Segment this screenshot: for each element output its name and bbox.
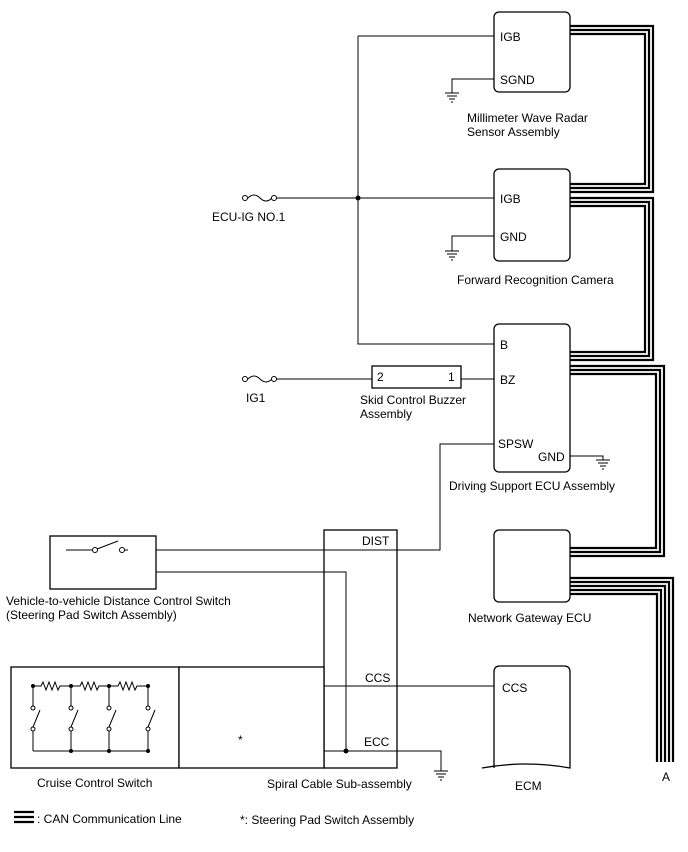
ecm-pin-ccs: CCS — [502, 681, 527, 695]
can-line-legend-icon — [14, 810, 34, 824]
fuse-ig1-label: IG1 — [246, 391, 266, 405]
camera-pin-igb: IGB — [500, 192, 521, 206]
ground-icon — [445, 250, 459, 261]
distance-switch-name-line1: Vehicle-to-vehicle Distance Control Swit… — [6, 594, 231, 608]
ground-icon — [445, 92, 459, 103]
support-ecu-box — [493, 323, 571, 473]
legend-can-line: : CAN Communication Line — [37, 812, 182, 826]
camera-box — [493, 168, 571, 262]
connector-a-label: A — [662, 770, 670, 784]
gateway-box — [493, 529, 571, 603]
spiral-name: Spiral Cable Sub-assembly — [267, 777, 412, 791]
legend-footnote: *: Steering Pad Switch Assembly — [240, 813, 414, 827]
switch-contact-icon — [66, 540, 128, 553]
radar-pin-igb: IGB — [500, 30, 521, 44]
can-bus-upper — [570, 24, 666, 558]
buzzer-box — [371, 365, 462, 389]
cruise-switch-name: Cruise Control Switch — [37, 776, 152, 790]
radar-pin-sgnd: SGND — [500, 73, 535, 87]
buzzer-name-line2: Assembly — [360, 407, 412, 421]
fuse-ecu-ig-label: ECU-IG NO.1 — [212, 210, 286, 224]
spiral-pin-ccs: CCS — [365, 671, 390, 685]
junction-dot — [355, 195, 361, 201]
ecm-name: ECM — [515, 779, 542, 793]
radar-name-line2: Sensor Assembly — [467, 125, 560, 139]
buzzer-name-line1: Skid Control Buzzer — [360, 393, 466, 407]
camera-pin-gnd: GND — [500, 230, 527, 244]
cruise-switch-box — [10, 666, 180, 769]
distance-switch-box — [49, 535, 157, 590]
support-ecu-pin-spsw: SPSW — [498, 437, 534, 451]
ground-icon — [434, 770, 448, 781]
spiral-pin-ecc: ECC — [364, 735, 390, 749]
support-ecu-name: Driving Support ECU Assembly — [449, 479, 615, 493]
ground-icon — [596, 459, 610, 470]
cruise-switch-network — [30, 680, 156, 753]
support-ecu-pin-b: B — [500, 338, 508, 352]
radar-box — [493, 11, 571, 93]
gateway-name: Network Gateway ECU — [468, 611, 591, 625]
fuse-ecu-ig — [242, 194, 277, 202]
power-wiring — [276, 35, 494, 380]
buzzer-pin-1: 1 — [448, 370, 455, 384]
ecm-box — [481, 665, 571, 769]
steering-pad-box — [178, 666, 325, 769]
can-bus-lower — [570, 576, 675, 762]
radar-name-line1: Millimeter Wave Radar — [467, 111, 588, 125]
junction-dot — [343, 748, 349, 754]
spiral-asterisk: * — [238, 733, 243, 747]
spiral-cable-box — [323, 529, 398, 769]
camera-name: Forward Recognition Camera — [457, 273, 614, 287]
spiral-pin-dist: DIST — [362, 534, 390, 548]
support-ecu-pin-bz: BZ — [500, 373, 515, 387]
distance-switch-name-line2: (Steering Pad Switch Assembly) — [6, 608, 177, 622]
buzzer-pin-2: 2 — [377, 370, 384, 384]
support-ecu-pin-gnd: GND — [538, 450, 565, 464]
fuse-ig1 — [242, 375, 277, 383]
